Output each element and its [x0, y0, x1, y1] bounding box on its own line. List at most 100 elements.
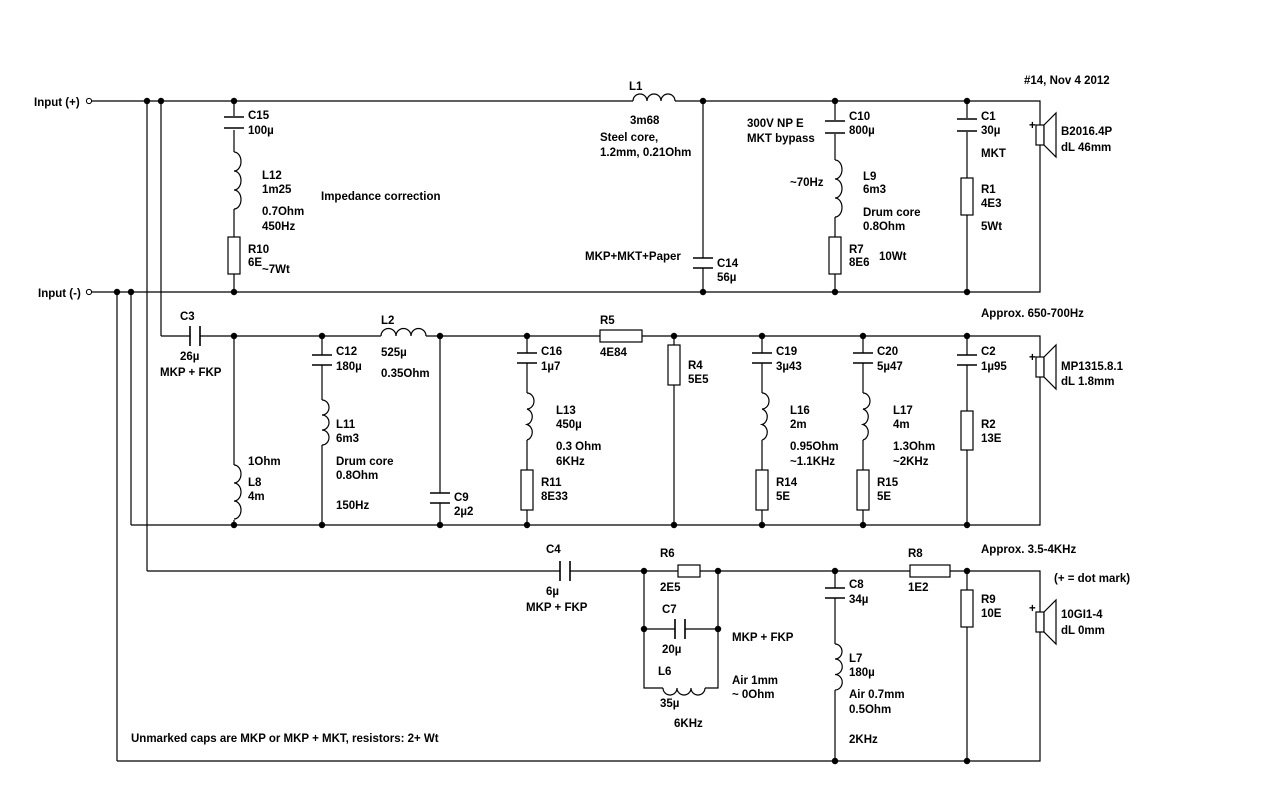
- c19-value: 3µ43: [776, 361, 802, 373]
- capacitor-c3: [189, 326, 201, 346]
- l16-name: L16: [790, 405, 810, 417]
- l6-name: L6: [658, 666, 671, 678]
- inductor-l11: [321, 399, 330, 446]
- r7-value: 8E6: [849, 257, 869, 269]
- woofer-model: B2016.4P: [1061, 126, 1112, 138]
- l6-note2: ~ 0Ohm: [732, 689, 775, 701]
- l1-name: L1: [629, 81, 643, 93]
- l16-note1: 0.95Ohm: [790, 441, 839, 453]
- l17-note2: ~2KHz: [893, 456, 929, 468]
- resistor-r14: [755, 469, 769, 511]
- tweeter-level: dL 0mm: [1061, 625, 1105, 637]
- r9-value: 10E: [981, 608, 1002, 620]
- c12-value: 180µ: [336, 361, 362, 373]
- inductor-l6: [662, 687, 706, 696]
- resistor-r7: [828, 236, 842, 275]
- wires: [91, 100, 1041, 762]
- inductor-l2: [380, 327, 427, 337]
- l13-note1: 0.3 Ohm: [556, 441, 601, 453]
- c4-name: C4: [546, 544, 561, 556]
- l6-note1: Air 1mm: [732, 675, 778, 687]
- resistor-r11: [520, 469, 534, 511]
- band2-note: Approx. 3.5-4KHz: [981, 544, 1076, 556]
- capacitor-c15: [224, 116, 244, 129]
- l12-name: L12: [262, 170, 282, 182]
- r1-note: 5Wt: [981, 221, 1002, 233]
- l16-note2: ~1.1KHz: [790, 456, 835, 468]
- c7-note: MKP + FKP: [732, 632, 794, 644]
- resistor-r4: [667, 344, 681, 386]
- l2-name: L2: [381, 315, 394, 327]
- c14-name: C14: [717, 258, 739, 270]
- r5-name: R5: [600, 315, 615, 327]
- r9-name: R9: [981, 594, 996, 606]
- c14-value: 56µ: [717, 272, 736, 284]
- c8-name: C8: [849, 579, 864, 591]
- r14-value: 5E: [776, 491, 790, 503]
- resistor-r15: [856, 469, 870, 511]
- l1-note1: Steel core,: [600, 132, 658, 144]
- l7-name: L7: [849, 653, 862, 665]
- c10-note1: 300V NP E: [747, 118, 804, 130]
- capacitor-c8: [825, 587, 845, 599]
- r8-name: R8: [908, 548, 923, 560]
- header-id-date: #14, Nov 4 2012: [1024, 75, 1110, 87]
- capacitor-c4: [559, 561, 571, 581]
- speaker-tweeter-icon: [1035, 598, 1057, 646]
- inductor-l12: [233, 151, 242, 210]
- inductor-l7: [834, 643, 843, 691]
- c16-value: 1µ7: [541, 361, 560, 373]
- junction-dots: [113, 97, 971, 765]
- resistor-r1: [960, 177, 974, 216]
- midrange-level: dL 1.8mm: [1061, 376, 1114, 388]
- impedance-note: Impedance correction: [321, 191, 441, 203]
- l7-freq: 2KHz: [849, 734, 878, 746]
- c2-name: C2: [981, 346, 996, 358]
- capacitor-c10: [825, 120, 845, 134]
- woofer-level: dL 46mm: [1061, 142, 1111, 154]
- capacitor-symbols: [189, 116, 977, 639]
- l16-value: 2m: [790, 419, 807, 431]
- dot-mark-note: (+ = dot mark): [1054, 573, 1130, 585]
- resistor-r10: [227, 236, 241, 275]
- r7-note: 10Wt: [879, 251, 907, 263]
- c10-value: 800µ: [849, 125, 875, 137]
- l11-note2: 0.8Ohm: [336, 470, 378, 482]
- inductor-l9: [834, 159, 843, 218]
- c15-value: 100µ: [248, 125, 274, 137]
- l12-note1: 0.7Ohm: [262, 206, 304, 218]
- l11-name: L11: [336, 419, 356, 431]
- r1-name: R1: [981, 184, 996, 196]
- r4-name: R4: [688, 360, 703, 372]
- l1-note2: 1.2mm, 0.21Ohm: [600, 147, 691, 159]
- resistor-symbols: [227, 177, 974, 628]
- r7-name: R7: [849, 244, 864, 256]
- capacitor-c2: [957, 354, 977, 366]
- c3-note: MKP + FKP: [160, 367, 222, 379]
- r10-value: 6E: [248, 257, 262, 269]
- c8-value: 34µ: [849, 594, 868, 606]
- c3-name: C3: [180, 311, 195, 323]
- l7-note2: 0.5Ohm: [849, 704, 891, 716]
- l17-value: 4m: [893, 419, 910, 431]
- capacitor-c20: [853, 352, 873, 364]
- input-negative-label: Input (-): [38, 288, 81, 300]
- c4-note: MKP + FKP: [526, 602, 588, 614]
- c16-name: C16: [541, 346, 562, 358]
- resistor-r8: [909, 564, 951, 578]
- r8-value: 1E2: [908, 582, 928, 594]
- c3-value: 26µ: [180, 351, 199, 363]
- c4-value: 6µ: [546, 586, 559, 598]
- c15-name: C15: [248, 110, 270, 122]
- c19-name: C19: [776, 346, 797, 358]
- speaker-woofer-icon: [1035, 111, 1057, 159]
- c12-name: C12: [336, 346, 357, 358]
- labels: #14, Nov 4 2012 Input (+) Input (-) L1 3…: [34, 75, 1130, 746]
- resistor-r6: [677, 564, 701, 578]
- c20-name: C20: [877, 346, 898, 358]
- capacitor-c7: [674, 619, 686, 639]
- l11-freq: 150Hz: [336, 500, 369, 512]
- capacitor-c14: [693, 257, 713, 269]
- resistor-r5: [599, 329, 643, 343]
